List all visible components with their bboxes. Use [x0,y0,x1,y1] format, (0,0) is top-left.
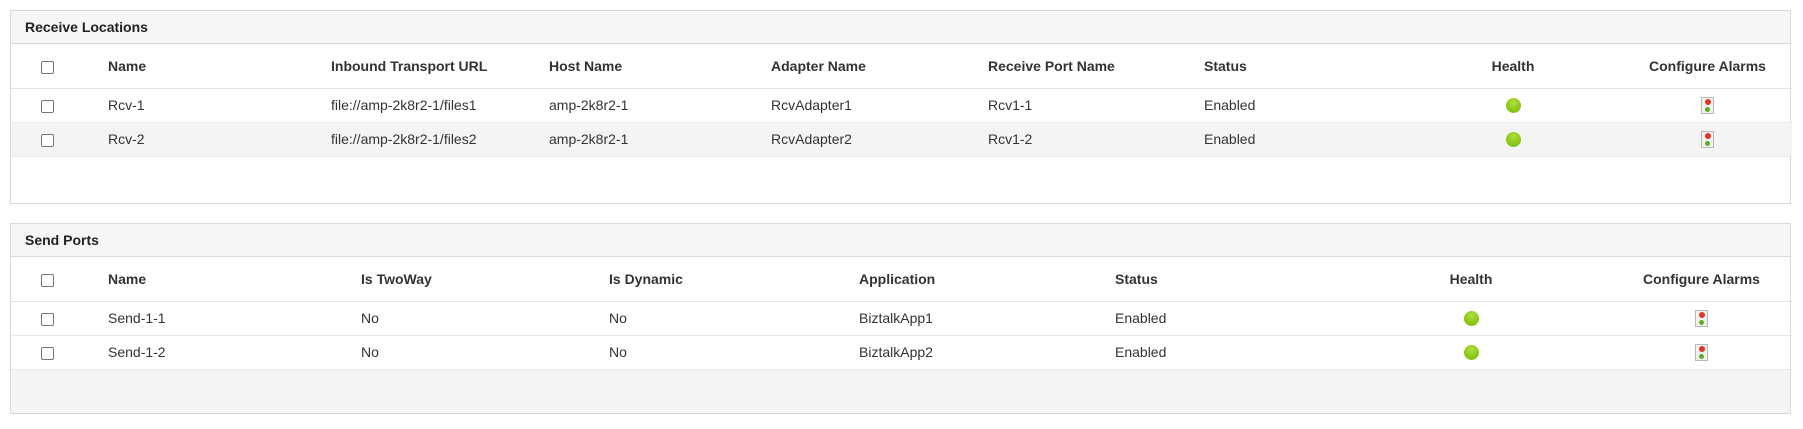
table-row: Send-1-1 No No BiztalkApp1 Enabled [11,301,1792,336]
receive-locations-header-row: Name Inbound Transport URL Host Name Ada… [11,44,1792,89]
column-header-receive-port-name: Receive Port Name [976,44,1192,89]
receive-locations-table: Name Inbound Transport URL Host Name Ada… [11,44,1792,157]
column-header-configure-alarms: Configure Alarms [1611,257,1792,302]
receive-locations-select-all-checkbox[interactable] [41,60,54,74]
cell-host-name: amp-2k8r2-1 [537,88,759,123]
health-ok-icon [1463,311,1479,327]
send-ports-table: Name Is TwoWay Is Dynamic Application St… [11,257,1792,370]
column-header-host-name: Host Name [537,44,759,89]
column-header-health: Health [1331,257,1611,302]
cell-name: Rcv-1 [96,88,319,123]
cell-name: Rcv-2 [96,122,319,157]
column-header-status: Status [1103,257,1331,302]
column-header-name: Name [96,44,319,89]
health-ok-icon [1463,345,1479,361]
cell-receive-port-name: Rcv1-2 [976,122,1192,157]
cell-status: Enabled [1192,122,1403,157]
health-ok-icon [1505,132,1521,148]
configure-alarms-icon[interactable] [1701,96,1714,114]
health-ok-icon [1505,98,1521,114]
column-header-health: Health [1403,44,1623,89]
configure-alarms-icon[interactable] [1701,130,1714,148]
row-checkbox[interactable] [41,99,54,113]
cell-is-twoway: No [349,301,597,336]
receive-locations-panel: Receive Locations Name Inbound Transport… [10,10,1792,204]
configure-alarms-icon[interactable] [1695,343,1708,361]
cell-is-dynamic: No [597,335,847,370]
column-header-is-dynamic: Is Dynamic [597,257,847,302]
send-ports-panel-footer [11,369,1790,413]
cell-application: BiztalkApp1 [847,301,1103,336]
send-ports-select-all-checkbox[interactable] [41,273,54,287]
table-row: Rcv-1 file://amp-2k8r2-1/files1 amp-2k8r… [11,88,1792,123]
row-checkbox[interactable] [41,346,54,360]
configure-alarms-icon[interactable] [1695,309,1708,327]
column-header-status: Status [1192,44,1403,89]
cell-application: BiztalkApp2 [847,335,1103,370]
send-ports-panel: Send Ports Name Is TwoWay Is Dynamic App… [10,223,1792,414]
cell-receive-port-name: Rcv1-1 [976,88,1192,123]
cell-status: Enabled [1103,335,1331,370]
send-ports-header-row: Name Is TwoWay Is Dynamic Application St… [11,257,1792,302]
receive-locations-panel-title: Receive Locations [11,11,1790,44]
column-header-configure-alarms: Configure Alarms [1623,44,1792,89]
cell-is-twoway: No [349,335,597,370]
column-header-name: Name [96,257,349,302]
receive-locations-panel-footer [11,156,1790,203]
cell-is-dynamic: No [597,301,847,336]
table-row: Rcv-2 file://amp-2k8r2-1/files2 amp-2k8r… [11,122,1792,157]
cell-inbound-transport-url: file://amp-2k8r2-1/files2 [319,122,537,157]
row-checkbox[interactable] [41,133,54,147]
column-header-inbound-transport-url: Inbound Transport URL [319,44,537,89]
cell-host-name: amp-2k8r2-1 [537,122,759,157]
cell-adapter-name: RcvAdapter2 [759,122,976,157]
cell-adapter-name: RcvAdapter1 [759,88,976,123]
row-checkbox[interactable] [41,312,54,326]
column-header-adapter-name: Adapter Name [759,44,976,89]
cell-status: Enabled [1192,88,1403,123]
cell-name: Send-1-1 [96,301,349,336]
column-header-is-twoway: Is TwoWay [349,257,597,302]
cell-inbound-transport-url: file://amp-2k8r2-1/files1 [319,88,537,123]
send-ports-panel-title: Send Ports [11,224,1790,257]
cell-name: Send-1-2 [96,335,349,370]
column-header-application: Application [847,257,1103,302]
cell-status: Enabled [1103,301,1331,336]
table-row: Send-1-2 No No BiztalkApp2 Enabled [11,335,1792,370]
